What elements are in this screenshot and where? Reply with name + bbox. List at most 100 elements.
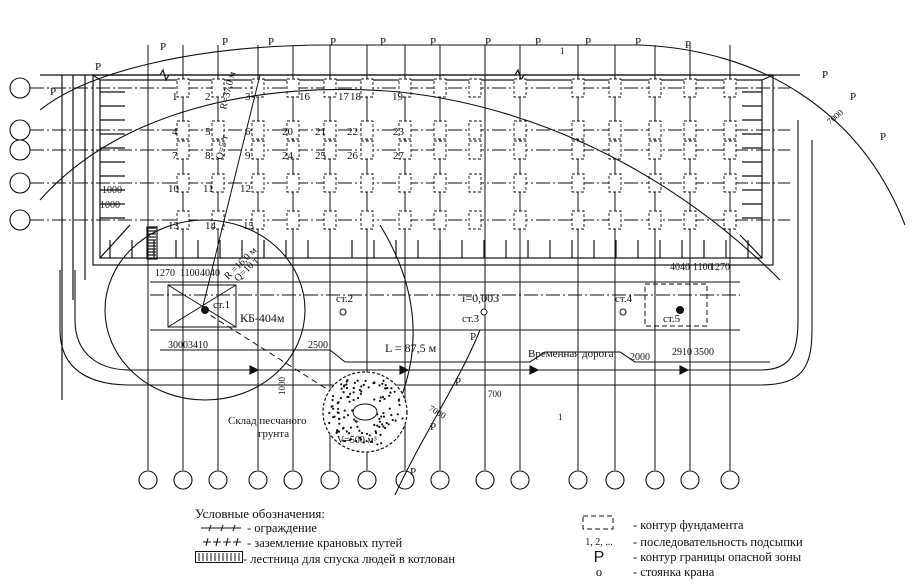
fill-sequence-number: 20 [282,126,294,138]
pit-top-edge [93,75,773,265]
sand-dot [346,430,348,432]
foundation-pad [399,174,411,192]
axis-bubble [646,471,664,489]
foundation-pad [514,141,526,159]
axis-bubble [511,471,529,489]
sand-dot [340,397,342,399]
foundation-pad [287,211,299,229]
axis-bubble [10,120,30,140]
sand-dot [354,382,356,384]
sand-dot [336,429,338,431]
sand-dot [388,423,390,425]
foundation-pad [649,141,661,159]
construction-site-plan: 1231617181945620212223789242526271011121… [0,0,921,500]
sand-dot [340,383,342,385]
foundation-pad [252,141,264,159]
axis-bubble [606,471,624,489]
sand-dot [353,387,355,389]
foundation-pad [361,174,373,192]
legend-label: - лестница для спуска людей в котлован [243,552,455,567]
foundation-pad [649,79,661,97]
foundation-pad [287,174,299,192]
foundation-pad [469,174,481,192]
foundation-pad [361,141,373,159]
sand-dot [373,424,375,426]
axis-bubble [139,471,157,489]
axis-bubble [358,471,376,489]
legend-label: - ограждение [247,521,317,536]
dimension-label: 1000 [102,185,122,196]
fill-sequence-number: 22 [347,126,358,138]
foundation-pad [514,174,526,192]
foundation-pad [399,211,411,229]
fill-sequence-number: 23 [393,126,405,138]
danger-zone-mark: P [222,36,228,48]
foundation-pad [514,79,526,97]
dimension-label: 3000 [168,340,188,351]
sand-dot [338,423,340,425]
crane-stop-marker [340,309,346,315]
sand-dot [368,386,370,388]
crane-stop-marker [202,307,209,314]
foundation-pad [324,174,336,192]
sand-dot [392,419,394,421]
fill-sequence-number: 18 [350,91,362,103]
foundation-pad [434,79,446,97]
foundation-pad [572,211,584,229]
foundation-pad [434,174,446,192]
danger-zone-mark: P [880,131,886,143]
sand-dot [376,425,378,427]
danger-zone-mark: P [160,41,166,53]
foundation-pad [434,121,446,139]
fill-sequence-number: 16 [299,91,311,103]
danger-zone-icon: P [565,550,633,565]
foundation-pad [684,121,696,139]
legend-label: - заземление крановых путей [247,536,402,551]
sand-dot [337,411,339,413]
sand-dot [378,384,380,386]
axis-bubble [10,173,30,193]
sand-dot [380,442,382,444]
axis-bubble [721,471,739,489]
foundation-pad [649,121,661,139]
danger-zone-mark: P [50,86,56,98]
fill-sequence-number: 2 [205,91,211,103]
road-direction-arrow [400,366,408,374]
sand-dot [328,422,330,424]
sand-dot [401,417,403,419]
danger-zone-mark: P [535,36,541,48]
sand-dot [353,399,355,401]
fill-sequence-number: 8 [205,150,211,162]
foundation-pad [724,174,736,192]
legend-right: - контур фундамента 1, 2, ... - последов… [565,515,803,580]
sand-dot [347,414,349,416]
legend-item-grounding: - заземление крановых путей [195,536,455,551]
foundation-pad [724,79,736,97]
sand-dot [378,426,380,428]
road-direction-arrow [250,366,258,374]
crane-stop-icon: o [565,565,633,580]
fill-sequence-number: 4 [172,126,178,138]
axis-bubble [249,471,267,489]
sand-dot [386,387,388,389]
legend-label: - стоянка крана [633,565,714,580]
danger-zone-mark: P [330,36,336,48]
axis-bubble [209,471,227,489]
foundation-pad [724,121,736,139]
axis-bubble [10,78,30,98]
sand-dot [349,393,351,395]
station-3-label: ст.3 [462,313,480,325]
dimension-label: 7000 [427,403,448,421]
danger-zone-mark: P [585,36,591,48]
sand-dot [343,427,345,429]
danger-zone-mark: P [268,36,274,48]
foundation-pad [252,174,264,192]
station-4-label: ст.4 [615,293,633,305]
danger-zone-mark: P [430,36,436,48]
foundation-pad [434,141,446,159]
fill-sequence-number: 7 [172,150,178,162]
foundation-pad [572,174,584,192]
sand-dot [382,425,384,427]
sand-dot [358,430,360,432]
axis-bubble [476,471,494,489]
